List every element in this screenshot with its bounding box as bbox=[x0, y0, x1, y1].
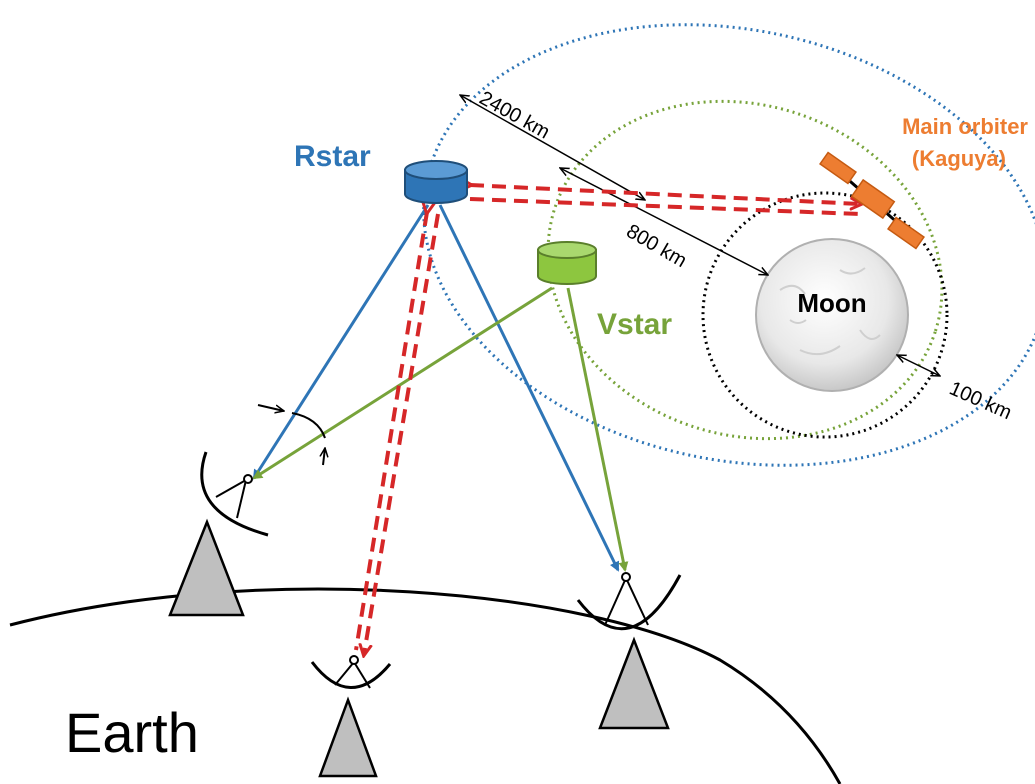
vstar-satellite-icon bbox=[537, 241, 597, 285]
ground-station-bottom-icon bbox=[310, 655, 392, 778]
vstar-link-right bbox=[566, 287, 629, 572]
rstar-orbit bbox=[422, 23, 1035, 467]
moon-label: Moon bbox=[797, 288, 866, 318]
earth-label: Earth bbox=[65, 701, 199, 764]
main-orbiter-label: Main orbiter bbox=[902, 114, 1028, 139]
ground-station-right-icon bbox=[576, 572, 682, 730]
rstar-link-left bbox=[252, 204, 430, 480]
vstar-orbit bbox=[546, 99, 944, 441]
moon bbox=[755, 238, 909, 392]
rstar-link-right bbox=[438, 204, 620, 572]
rstar-label: Rstar bbox=[294, 140, 371, 173]
distance-2400-label: 2400 km bbox=[476, 87, 554, 143]
main-orbiter-orbit bbox=[701, 191, 949, 439]
ground-station-left-icon bbox=[168, 451, 269, 617]
vstar-link-left bbox=[252, 286, 553, 480]
vstar-label: Vstar bbox=[597, 308, 672, 341]
kaguya-label: (Kaguya) bbox=[912, 146, 1006, 171]
main-orbiter-icon bbox=[819, 151, 925, 250]
angle-marker bbox=[257, 404, 325, 466]
rstar-satellite-icon bbox=[404, 160, 468, 204]
distance-100-arrow bbox=[897, 355, 940, 376]
relay-link-ground bbox=[354, 212, 440, 654]
distance-800-label: 800 km bbox=[623, 220, 691, 272]
relay-link-orbiter bbox=[470, 185, 860, 216]
